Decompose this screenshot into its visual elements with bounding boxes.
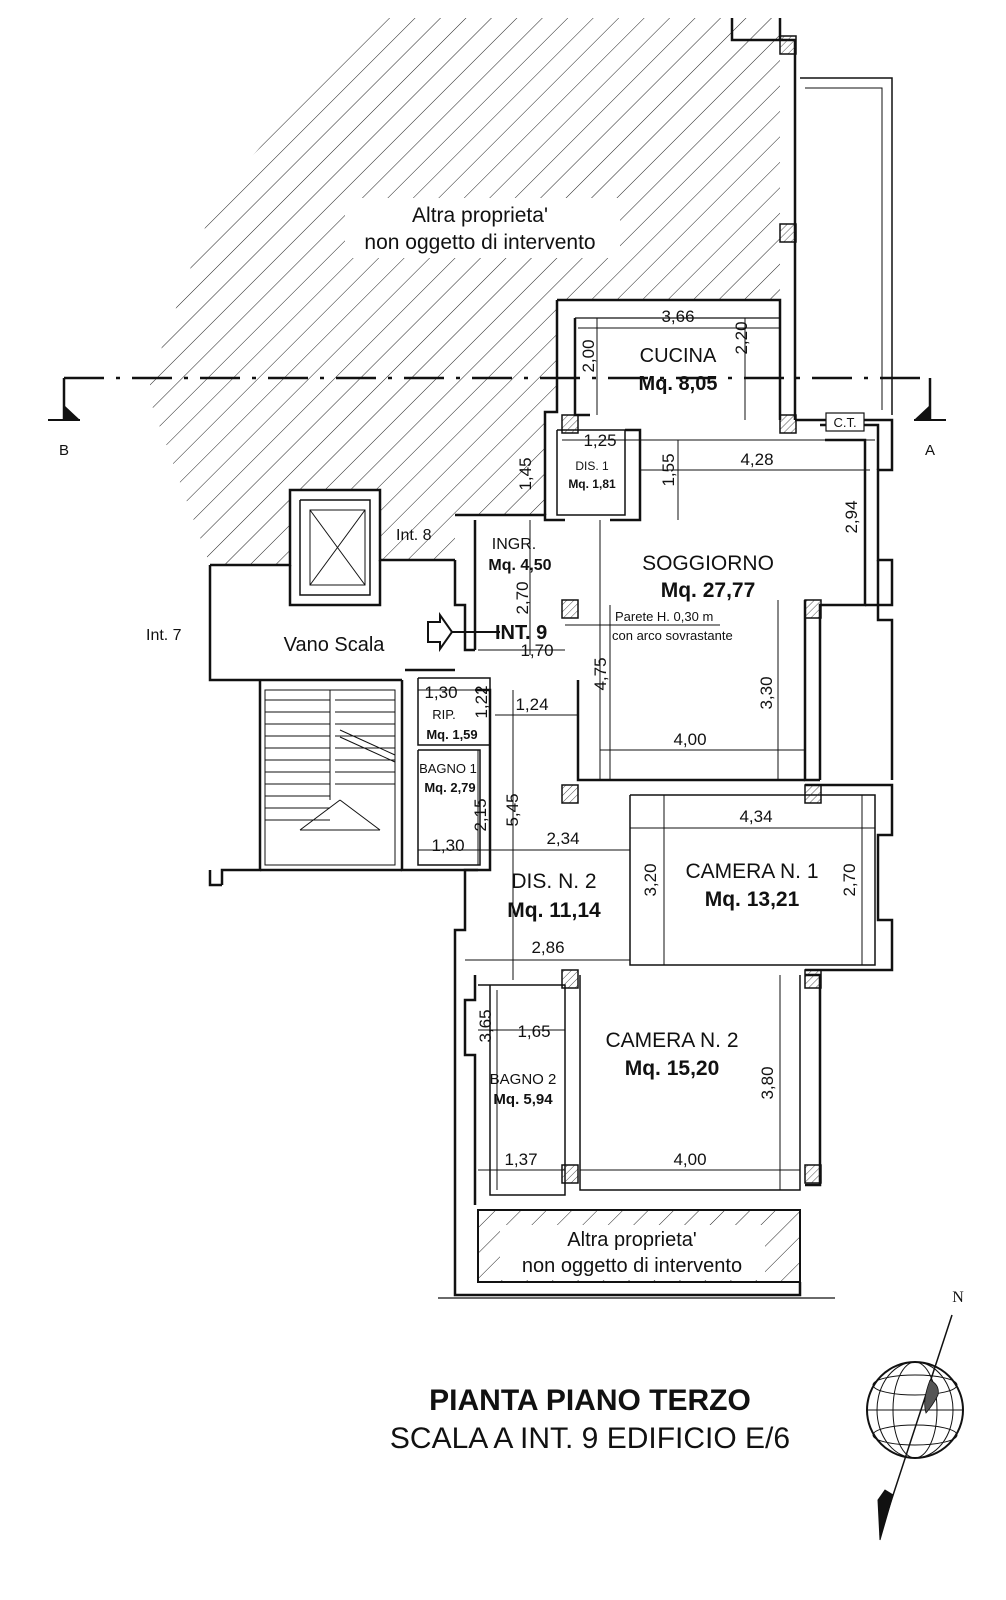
- north-compass-icon: [866, 1314, 964, 1541]
- int8-label: Int. 8: [396, 527, 432, 544]
- plan-subtitle: SCALA A INT. 9 EDIFICIO E/6: [389, 1422, 791, 1455]
- dim-cam2-h: 3,80: [758, 1066, 777, 1099]
- section-label-b: B: [59, 442, 69, 459]
- room-area-dis2: Mq. 11,14: [507, 899, 601, 922]
- room-area-bagno1: Mq. 2,79: [424, 780, 475, 795]
- dim-cucina-h2: 2,00: [579, 339, 598, 372]
- dim-cam2-w: 4,00: [673, 1150, 706, 1169]
- int9-label: INT. 9: [495, 622, 547, 644]
- dim-rip-w2: 1,24: [515, 695, 548, 714]
- plan-title: PIANTA PIANO TERZO: [429, 1384, 751, 1417]
- room-name-cucina: CUCINA: [640, 345, 717, 367]
- partition-note-2: con arco sovrastante: [612, 628, 733, 643]
- dim-b2-w2: 1,37: [504, 1150, 537, 1169]
- room-area-bagno2: Mq. 5,94: [493, 1091, 553, 1108]
- dim-ingr-w: 1,70: [520, 641, 553, 660]
- stair-label: Vano Scala: [284, 634, 386, 656]
- dim-cam1-h1: 3,20: [641, 863, 660, 896]
- stairs: [264, 689, 396, 866]
- svg-text:non oggetto di intervento: non oggetto di intervento: [522, 1255, 742, 1277]
- columns: [561, 35, 822, 1184]
- room-name-bagno2: BAGNO 2: [490, 1071, 557, 1088]
- dim-dis2-w1: 2,34: [546, 829, 579, 848]
- dim-sog-w1: 4,28: [740, 450, 773, 469]
- room-name-camera1: CAMERA N. 1: [685, 860, 818, 883]
- room-area-ingr: Mq. 4,50: [488, 557, 551, 574]
- dim-rip-h: 1,22: [472, 685, 491, 718]
- dim-sog-h1: 1,55: [659, 453, 678, 486]
- dim-cucina-h1: 2,20: [732, 321, 751, 354]
- external-property-bottom-label: Altra proprieta' non oggetto di interven…: [500, 1225, 765, 1280]
- room-area-rip: Mq. 1,59: [426, 727, 477, 742]
- dim-sog-w2: 4,00: [673, 730, 706, 749]
- external-property-top-mask: [210, 560, 455, 885]
- dim-cam1-w: 4,34: [739, 807, 772, 826]
- dim-dis2-w2: 2,86: [531, 938, 564, 957]
- dim-ingr-h: 2,70: [513, 581, 532, 614]
- room-area-soggiorno: Mq. 27,77: [661, 579, 756, 602]
- north-label: N: [952, 1289, 964, 1306]
- external-property-top-hatch: [150, 18, 780, 885]
- room-name-ingr: INGR.: [492, 536, 536, 553]
- dim-b1-h: 2,15: [471, 798, 490, 831]
- ct-box: [825, 412, 865, 432]
- room-area-camera2: Mq. 15,20: [625, 1057, 720, 1080]
- elevator-icon: [309, 509, 366, 586]
- room-area-camera1: Mq. 13,21: [705, 888, 800, 911]
- room-name-dis2: DIS. N. 2: [511, 870, 596, 893]
- svg-text:Altra proprieta': Altra proprieta': [567, 1229, 696, 1251]
- section-label-a: A: [925, 442, 935, 459]
- dim-rip-w: 1,30: [424, 683, 457, 702]
- dim-cucina-w: 3,66: [661, 307, 694, 326]
- room-name-soggiorno: SOGGIORNO: [642, 552, 774, 575]
- room-name-rip: RIP.: [432, 707, 456, 722]
- dim-dis1-w: 1,25: [583, 431, 616, 450]
- dimension-lines: [418, 318, 875, 1190]
- dim-dis2-h: 5,45: [503, 793, 522, 826]
- room-name-camera2: CAMERA N. 2: [605, 1029, 738, 1052]
- ct-label: C.T.: [833, 415, 856, 430]
- svg-text:non oggetto di intervento: non oggetto di intervento: [364, 231, 595, 254]
- dim-dis1-h: 1,45: [516, 457, 535, 490]
- dim-sog-h3: 4,75: [591, 657, 610, 690]
- partition-note-1: Parete H. 0,30 m: [615, 609, 713, 624]
- int7-label: Int. 7: [146, 627, 182, 644]
- room-name-bagno1: BAGNO 1: [419, 761, 477, 776]
- entrance-arrow-icon: [427, 611, 720, 653]
- room-name-dis1: DIS. 1: [575, 459, 609, 473]
- dim-sog-h4: 3,30: [757, 676, 776, 709]
- dim-b1-w: 1,30: [431, 836, 464, 855]
- dim-b2-h: 3,65: [476, 1009, 495, 1042]
- dim-cam1-h2: 2,70: [840, 863, 859, 896]
- svg-text:Altra proprieta': Altra proprieta': [412, 204, 548, 227]
- room-area-dis1: Mq. 1,81: [568, 477, 616, 491]
- dim-sog-h2: 2,94: [842, 500, 861, 533]
- room-area-cucina: Mq. 8,05: [639, 373, 718, 395]
- dim-b2-w1: 1,65: [517, 1022, 550, 1041]
- external-property-top-label: Altra proprieta' non oggetto di interven…: [345, 198, 620, 258]
